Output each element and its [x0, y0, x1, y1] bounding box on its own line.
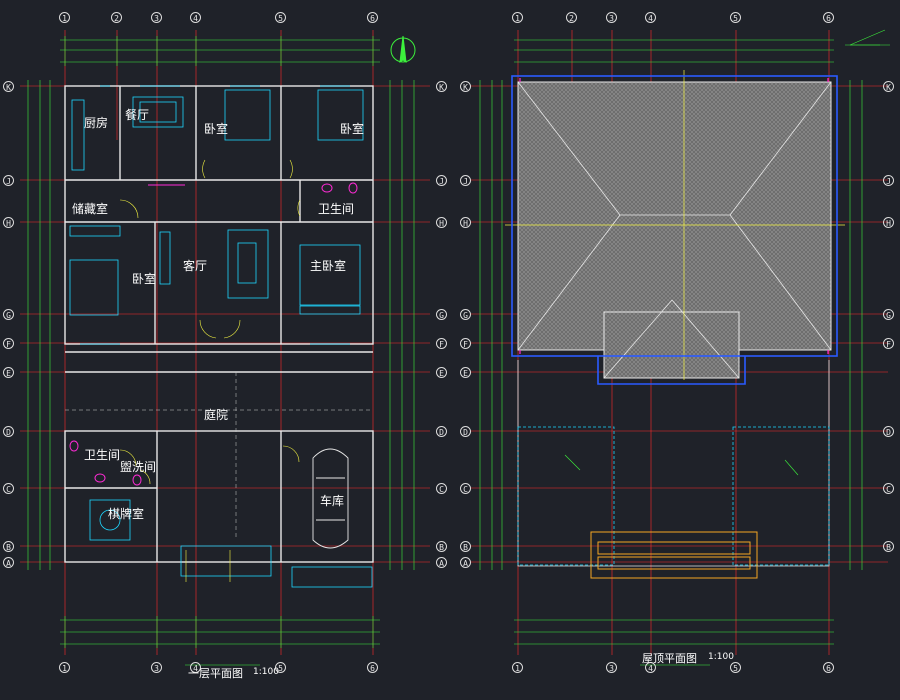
room-label-master-bedroom: 主卧室 — [310, 259, 347, 273]
row-bubble-A-ground-right: A — [436, 557, 447, 568]
row-bubble-F-ground-left: F — [3, 338, 14, 349]
row-bubble-H-roof-right: H — [883, 217, 894, 228]
row-bubble-H-ground-left: H — [3, 217, 14, 228]
main-roof-hatch — [517, 81, 832, 351]
row-bubble-D-roof-right: D — [883, 426, 894, 437]
room-label-living: 客厅 — [183, 259, 208, 273]
row-bubble-D-ground-left: D — [3, 426, 14, 437]
axis-bubble-3-roof-bottom: 3 — [606, 662, 617, 673]
row-bubble-H-ground-right: H — [436, 217, 447, 228]
room-label-dining: 餐厅 — [125, 108, 150, 122]
roof-plan — [470, 29, 890, 666]
axis-bubble-1-ground-top: 1 — [59, 12, 70, 23]
axis-bubble-3-roof-top: 3 — [606, 12, 617, 23]
axis-bubble-5-ground-bottom: 5 — [275, 662, 286, 673]
axis-bubble-6-ground-top: 6 — [367, 12, 378, 23]
row-bubble-F-roof-left: F — [460, 338, 471, 349]
row-bubble-F-ground-right: F — [436, 338, 447, 349]
row-bubble-J-roof-left: J — [460, 175, 471, 186]
row-bubble-B-ground-left: B — [3, 541, 14, 552]
room-label-courtyard: 庭院 — [204, 408, 229, 422]
axis-bubble-2-ground-top: 2 — [111, 12, 122, 23]
ground-dimensions — [27, 36, 415, 666]
room-label-bedroom-top-right: 卧室 — [340, 122, 365, 136]
axis-bubble-1-roof-top: 1 — [512, 12, 523, 23]
row-bubble-F-roof-right: F — [883, 338, 894, 349]
axis-bubble-5-roof-top: 5 — [730, 12, 741, 23]
axis-bubble-6-roof-bottom: 6 — [823, 662, 834, 673]
axis-bubble-3-ground-bottom: 3 — [151, 662, 162, 673]
row-bubble-D-roof-left: D — [460, 426, 471, 437]
row-bubble-K-roof-right: K — [883, 81, 894, 92]
row-bubble-J-roof-right: J — [883, 175, 894, 186]
axis-bubble-6-ground-bottom: 6 — [367, 662, 378, 673]
roof-plan-title: 屋顶平面图 — [642, 652, 697, 665]
roof-plan-scale: 1:100 — [708, 652, 734, 662]
axis-bubble-4-ground-top: 4 — [190, 12, 201, 23]
axis-bubble-5-roof-bottom: 5 — [730, 662, 741, 673]
north-arrow — [390, 35, 416, 64]
room-label-storage: 储藏室 — [72, 202, 109, 216]
row-bubble-E-ground-left: E — [3, 367, 14, 378]
garage-car — [312, 448, 349, 549]
axis-bubble-6-roof-top: 6 — [823, 12, 834, 23]
roof-canopy — [590, 531, 758, 579]
row-bubble-C-roof-right: C — [883, 483, 894, 494]
axis-bubble-1-ground-bottom: 1 — [59, 662, 70, 673]
axis-bubble-4-roof-bottom: 4 — [645, 662, 656, 673]
row-bubble-G-roof-right: G — [883, 309, 894, 320]
row-bubble-K-ground-right: K — [436, 81, 447, 92]
roof-centerlines — [505, 70, 845, 380]
room-label-tea-room: 棋牌室 — [108, 507, 145, 521]
room-label-laundry: 盥洗间 — [120, 460, 157, 474]
row-bubble-J-ground-right: J — [436, 175, 447, 186]
roof-lower-outline — [517, 360, 830, 567]
room-label-bathroom-top: 卫生间 — [318, 202, 355, 216]
row-bubble-E-ground-right: E — [436, 367, 447, 378]
room-label-bedroom-top: 卧室 — [204, 122, 229, 136]
row-bubble-C-ground-right: C — [436, 483, 447, 494]
axis-bubble-3-ground-top: 3 — [151, 12, 162, 23]
axis-bubble-5-ground-top: 5 — [275, 12, 286, 23]
row-bubble-C-roof-left: C — [460, 483, 471, 494]
row-bubble-J-ground-left: J — [3, 175, 14, 186]
roof-pergolas — [517, 426, 830, 566]
row-bubble-D-ground-right: D — [436, 426, 447, 437]
row-bubble-K-roof-left: K — [460, 81, 471, 92]
roof-eaves — [511, 75, 838, 385]
row-bubble-E-roof-left: E — [460, 367, 471, 378]
ground-plan-scale: 1:100 — [253, 667, 279, 677]
row-bubble-B-roof-left: B — [460, 541, 471, 552]
room-label-kitchen: 厨房 — [84, 116, 109, 130]
ground-walls — [64, 85, 374, 563]
axis-bubble-4-ground-bottom: 4 — [190, 662, 201, 673]
row-bubble-C-ground-left: C — [3, 483, 14, 494]
row-bubble-G-ground-left: G — [3, 309, 14, 320]
room-label-bathroom-bottom: 卫生间 — [84, 448, 121, 462]
ground-fixtures — [69, 85, 373, 588]
ground-sanitary — [69, 182, 358, 486]
ground-plan-title: 一层平面图 — [188, 667, 243, 680]
ground-doors — [119, 159, 301, 582]
room-label-bedroom-left: 卧室 — [132, 272, 157, 286]
roof-ridges — [517, 81, 832, 379]
row-bubble-G-ground-right: G — [436, 309, 447, 320]
axis-bubble-4-roof-top: 4 — [645, 12, 656, 23]
row-bubble-B-ground-right: B — [436, 541, 447, 552]
row-bubble-B-roof-right: B — [883, 541, 894, 552]
row-bubble-G-roof-left: G — [460, 309, 471, 320]
row-bubble-A-roof-left: A — [460, 557, 471, 568]
row-bubble-A-ground-left: A — [3, 557, 14, 568]
axis-bubble-1-roof-bottom: 1 — [512, 662, 523, 673]
row-bubble-K-ground-left: K — [3, 81, 14, 92]
ground-floor-plan — [20, 30, 430, 666]
row-bubble-H-roof-left: H — [460, 217, 471, 228]
room-label-garage: 车库 — [320, 494, 345, 508]
axis-bubble-2-roof-top: 2 — [566, 12, 577, 23]
